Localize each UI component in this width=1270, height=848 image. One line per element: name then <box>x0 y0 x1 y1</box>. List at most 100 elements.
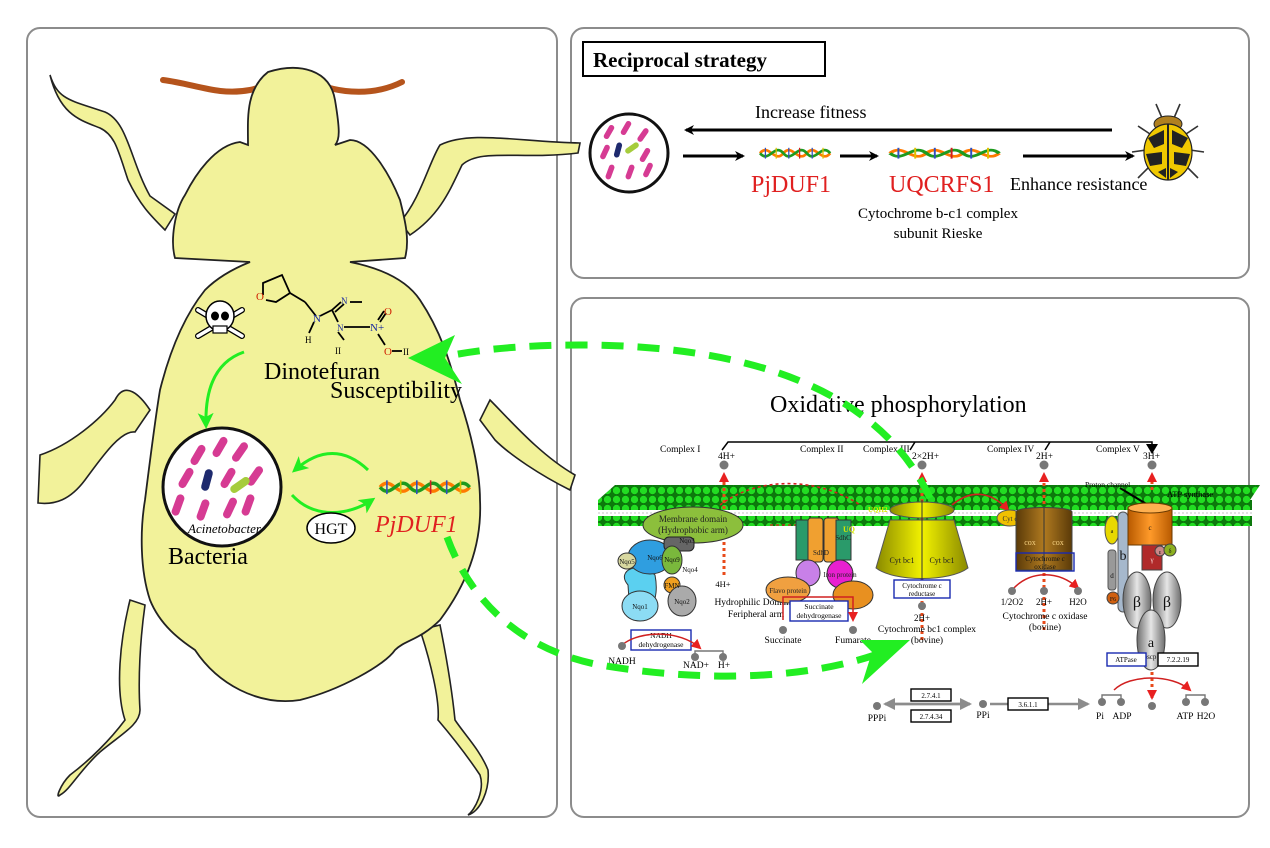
svg-text:Cyt bc1: Cyt bc1 <box>889 556 914 565</box>
svg-text:Hydrophilic Domaine: Hydrophilic Domaine <box>714 598 797 608</box>
dinotefuran-label: Dinotefuran <box>264 359 380 385</box>
acinetobacter-label: Acinetobacter <box>187 521 262 536</box>
svg-text:Nqo3: Nqo3 <box>679 537 695 545</box>
uqcrfs1-description-line1: Cytochrome b-c1 complex <box>858 206 1018 222</box>
gene-pjduf1-top: PjDUF1 <box>751 172 831 198</box>
hgt-return-arrow <box>291 452 370 473</box>
svg-text:Feripheral arm: Feripheral arm <box>728 610 785 620</box>
dna-uqcrfs1-icon <box>890 148 999 159</box>
svg-text:(bovine): (bovine) <box>1029 622 1061 633</box>
svg-text:Cyt c: Cyt c <box>1003 515 1018 523</box>
svg-text:a: a <box>1111 529 1114 535</box>
svg-text:cox: cox <box>1052 538 1064 547</box>
svg-text:H+: H+ <box>718 661 730 671</box>
susceptibility-feedback-arrow <box>429 341 934 500</box>
svg-text:Cytochrome bc1 complex: Cytochrome bc1 complex <box>878 625 976 635</box>
proton-label-1: 4H+ <box>718 452 735 462</box>
complex-i: Membrane domain (Hydrophobic arm) Nqo3 N… <box>608 506 798 671</box>
bacteria-mini-icon <box>588 112 670 194</box>
complex-i-label: Complex I <box>660 445 700 455</box>
svg-text:FMN: FMN <box>664 582 679 590</box>
svg-text:oscp: oscp <box>1144 653 1157 661</box>
proton-nodes <box>719 460 1157 470</box>
svg-text:dehydrogenase: dehydrogenase <box>639 640 685 649</box>
svg-text:Nqo1: Nqo1 <box>632 603 648 611</box>
beetle-legs <box>37 74 581 816</box>
complex-iv: Cyt c cox cox Cytochrome c oxidase 1/2O2… <box>996 507 1088 633</box>
svg-text:Nqo9: Nqo9 <box>664 556 680 564</box>
pyrophosphate-reactions: 2.7.4.1 2.7.4.34 3.6.1.1 PPPi PPi <box>868 688 1090 724</box>
complex-v-atp-synthase: Proton channel ATP synthase c a b d F6 γ… <box>1085 480 1215 722</box>
svg-text:(bovine): (bovine) <box>911 635 943 646</box>
svg-text:ε: ε <box>1159 550 1162 556</box>
hgt-badge <box>306 512 356 544</box>
oxphos-arrowhead <box>860 640 910 684</box>
svg-text:UQ: UQ <box>843 525 855 534</box>
skull-crossbones-icon <box>195 300 245 339</box>
svg-text:Cytochrome c: Cytochrome c <box>1025 555 1064 563</box>
svg-text:oxidase: oxidase <box>1034 563 1055 571</box>
svg-text:ATP: ATP <box>1177 712 1194 722</box>
svg-text:ATP synthase: ATP synthase <box>1167 489 1213 499</box>
susceptibility-label: Susceptibility <box>330 378 462 404</box>
title-box <box>582 41 826 77</box>
beetle-illustration <box>37 67 581 816</box>
svg-text:Membrane domain: Membrane domain <box>659 514 728 524</box>
svg-text:NAD+: NAD+ <box>683 661 709 671</box>
enhance-resistance-label: Enhance resistance <box>1010 174 1147 194</box>
complex-v-label: Complex V <box>1096 445 1140 455</box>
atom-n1: N <box>313 313 321 325</box>
svg-text:ADP: ADP <box>1112 712 1131 722</box>
svg-text:1/2O2: 1/2O2 <box>1001 597 1024 607</box>
svg-text:Nqo4: Nqo4 <box>682 566 698 574</box>
hgt-label: HGT <box>315 521 348 538</box>
svg-text:Nqo6: Nqo6 <box>647 554 663 562</box>
svg-text:ATPase: ATPase <box>1115 656 1136 664</box>
svg-text:Nqo2: Nqo2 <box>674 598 690 606</box>
svg-text:2.7.4.34: 2.7.4.34 <box>920 713 943 721</box>
gene-to-oxphos-arrow <box>443 535 877 680</box>
svg-text:SdhD: SdhD <box>813 549 829 557</box>
svg-text:reductase: reductase <box>909 590 935 598</box>
atom-h-bottom: II <box>403 347 409 357</box>
atom-h2: II <box>335 346 341 356</box>
svg-text:d: d <box>1110 572 1114 580</box>
svg-text:β: β <box>1163 594 1171 611</box>
uqcrfs1-description-line2: subunit Rieske <box>894 226 983 242</box>
svg-text:Nqo5: Nqo5 <box>619 558 635 566</box>
complex-ii-label: Complex II <box>800 445 844 455</box>
svg-text:2.7.4.1: 2.7.4.1 <box>921 692 941 700</box>
dna-pjduf1-icon <box>758 146 832 160</box>
complex-iii-label: Complex III <box>863 445 910 455</box>
svg-text:Cytochrome c: Cytochrome c <box>902 582 941 590</box>
oxphos-title: Oxidative phosphorylation <box>770 392 1027 418</box>
svg-text:Pi: Pi <box>1096 712 1104 722</box>
susceptibility-arrowhead <box>408 335 462 384</box>
atom-o-bottom: O <box>384 346 392 358</box>
svg-text:Cytochrome c oxidase: Cytochrome c oxidase <box>1003 612 1088 622</box>
svg-text:γ: γ <box>1149 556 1153 564</box>
complex-iv-label: Complex IV <box>987 445 1034 455</box>
svg-text:Proton channel: Proton channel <box>1085 480 1130 489</box>
svg-text:dehydrogenase: dehydrogenase <box>797 611 843 620</box>
ladybird-beetle-icon <box>1131 103 1205 181</box>
toxicity-arrow <box>197 350 245 429</box>
atom-n3: N <box>337 323 344 333</box>
svg-text:NADH: NADH <box>608 657 636 667</box>
svg-text:2H+: 2H+ <box>1036 597 1052 607</box>
svg-text:δ: δ <box>1169 549 1172 555</box>
atom-h1: H <box>305 335 312 345</box>
svg-text:SdhC: SdhC <box>835 534 851 542</box>
atom-n-plus: N+ <box>370 322 384 334</box>
svg-text:PPPi: PPPi <box>868 714 887 724</box>
gene-pjduf1-left: PjDUF1 <box>374 512 458 538</box>
svg-text:β: β <box>1133 594 1141 611</box>
atom-o-ring: O <box>256 291 264 303</box>
dinotefuran-structure <box>262 273 402 352</box>
proton-label-2: 2×2H+ <box>912 452 939 462</box>
atom-o-top: O <box>384 306 392 318</box>
svg-text:4H+: 4H+ <box>715 579 730 589</box>
gene-uqcrfs1: UQCRFS1 <box>889 172 994 198</box>
svg-text:UQH2: UQH2 <box>868 506 888 514</box>
